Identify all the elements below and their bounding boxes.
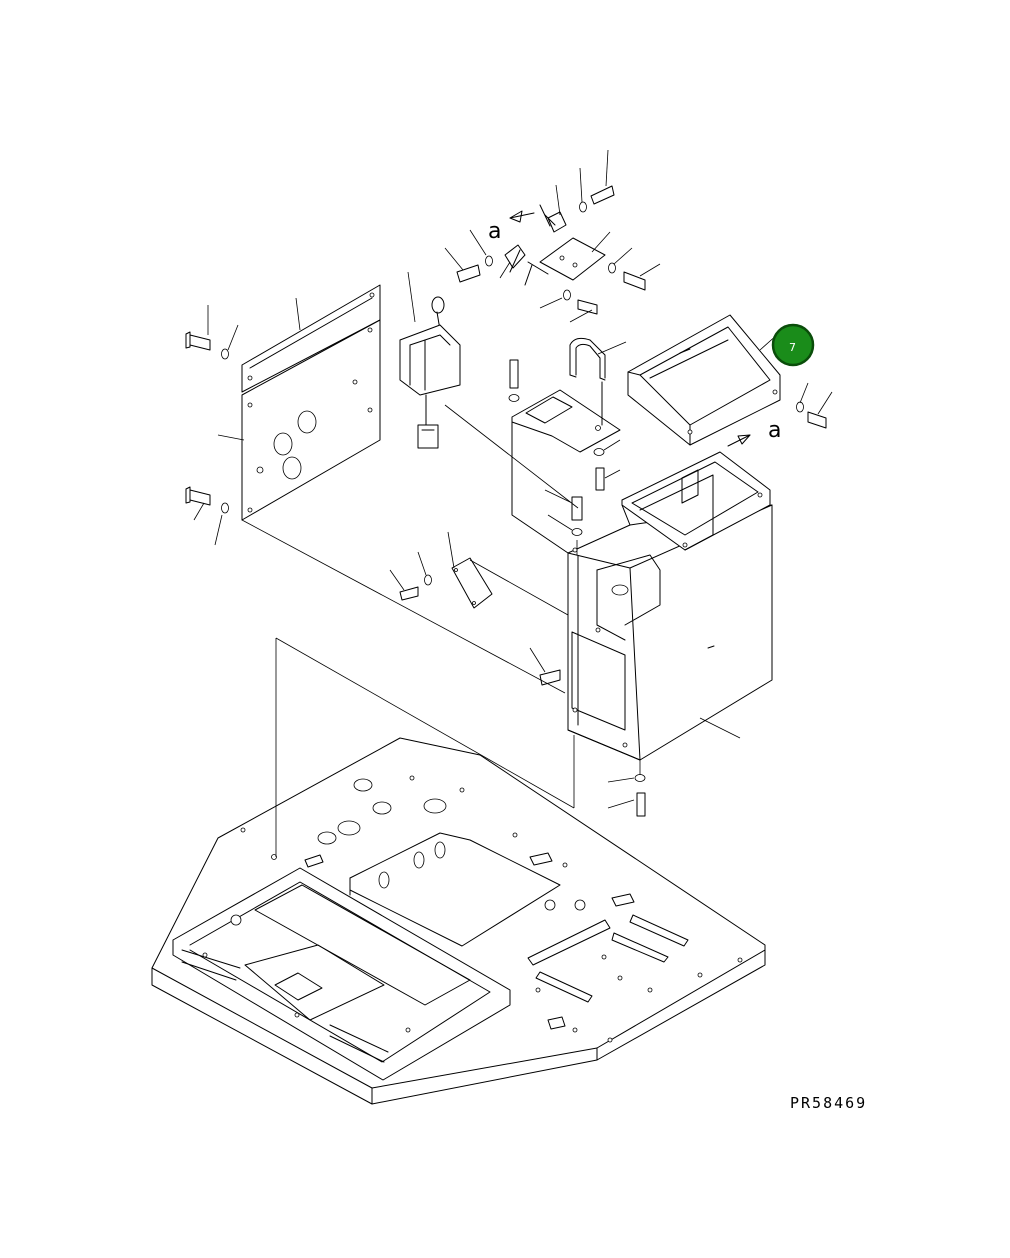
cable-tube (569, 337, 606, 426)
hinge-bracket (504, 211, 606, 281)
view-ref-label: a (768, 418, 781, 443)
callout-number: 7 (789, 341, 796, 354)
control-lever (399, 296, 461, 449)
direction-arrows (509, 204, 751, 447)
console-tray (621, 451, 771, 551)
assembly-lines (241, 404, 641, 857)
leader-lines (193, 149, 833, 809)
cover-box (627, 314, 781, 446)
panel-plate (241, 284, 381, 521)
small-cover-plate (451, 557, 493, 609)
drawing-code: PR58469 (790, 1094, 867, 1112)
console-box (567, 504, 773, 761)
bolts (185, 185, 827, 817)
view-ref-label: a (488, 219, 501, 244)
floor-plate (151, 737, 766, 1105)
callout-badge[interactable]: 7 (771, 323, 815, 367)
mounting-bracket (511, 389, 621, 554)
